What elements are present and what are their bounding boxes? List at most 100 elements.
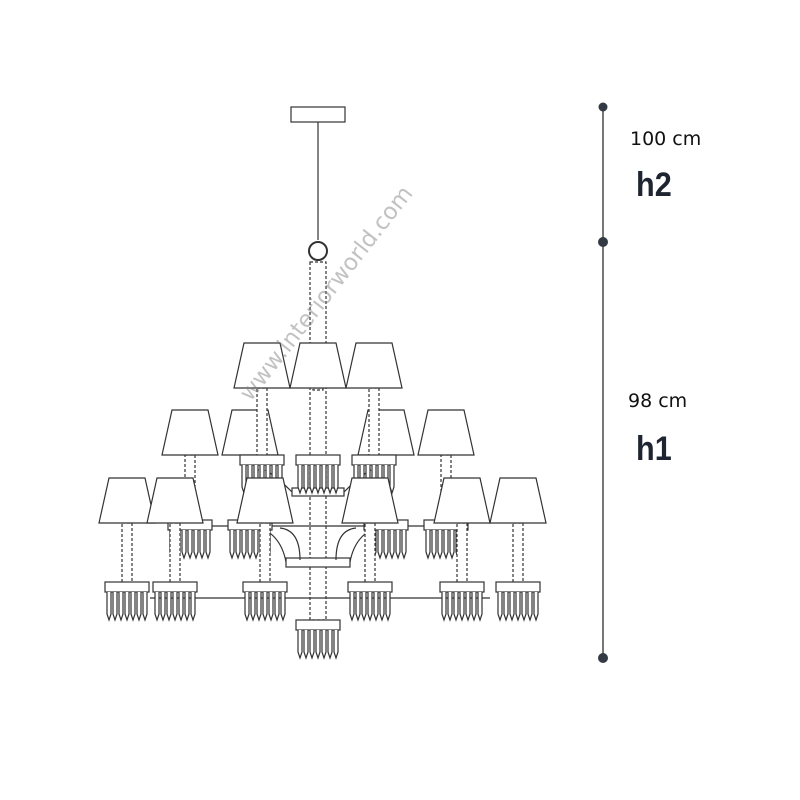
crystal-pendant (465, 592, 471, 622)
h1-label: h1 (636, 430, 672, 468)
crystal-pendant (172, 592, 178, 622)
crystal-pendant (190, 592, 196, 622)
crystal-pendant (389, 530, 395, 560)
crystal-pendant (268, 592, 274, 622)
crystal-pendant (303, 465, 309, 495)
crystal-pendant (349, 592, 355, 622)
crystal-pendant (437, 530, 443, 560)
lamp-shade (341, 477, 399, 524)
crystal-pendant (453, 592, 459, 622)
crystal-pendant (361, 592, 367, 622)
lamp-shade (345, 342, 403, 389)
lamp-shade (146, 477, 204, 524)
h2-value: 100 cm (630, 128, 702, 150)
crystal-bobeche (439, 581, 485, 593)
crystal-pendant (333, 465, 339, 495)
crystal-bobeche (347, 581, 393, 593)
crystal-pendant (199, 530, 205, 560)
h2-label: h2 (636, 166, 672, 204)
crystal-pendant (154, 592, 160, 622)
crystal-pendant (395, 530, 401, 560)
candle-rod (259, 522, 271, 586)
crystal-pendant (205, 530, 211, 560)
crystal-pendant (187, 530, 193, 560)
crystal-pendant (447, 592, 453, 622)
crystal-pendant (431, 530, 437, 560)
crystal-pendant (241, 530, 247, 560)
crystal-pendant (256, 592, 262, 622)
crystal-pendant (229, 530, 235, 560)
crystal-pendant (309, 630, 315, 660)
lower-ring-plate (285, 557, 351, 568)
crystal-pendant (244, 592, 250, 622)
dimension-dot-middle (598, 237, 608, 247)
crystal-pendant (280, 592, 286, 622)
crystal-bobeche (242, 581, 288, 593)
candle-rod (456, 522, 468, 586)
crystal-pendant (178, 592, 184, 622)
crystal-bobeche (152, 581, 198, 593)
crystal-bobeche (351, 454, 397, 466)
crystal-pendant (497, 592, 503, 622)
crystal-pendant (425, 530, 431, 560)
crystal-pendant (527, 592, 533, 622)
crystal-pendant (515, 592, 521, 622)
lamp-shade (236, 477, 294, 524)
candle-rod (364, 522, 376, 586)
crystal-pendant (253, 530, 259, 560)
crystal-pendant (503, 592, 509, 622)
lamp-shade (433, 477, 491, 524)
dimension-scale (598, 102, 608, 663)
crystal-pendant (247, 530, 253, 560)
crystal-pendant (367, 592, 373, 622)
crystal-pendant (303, 630, 309, 660)
lamp-shade (98, 477, 156, 524)
crystal-bobeche (295, 454, 341, 466)
crystal-pendant (459, 592, 465, 622)
crystal-pendant (309, 465, 315, 495)
lamp-shade (221, 409, 279, 456)
lamp-shade (417, 409, 475, 456)
crystal-pendant (377, 530, 383, 560)
crystal-pendant (184, 592, 190, 622)
crystal-pendant (112, 592, 118, 622)
crystal-pendant (250, 592, 256, 622)
crystal-pendant (509, 592, 515, 622)
dimension-dot-top (598, 102, 608, 112)
crystal-pendant (333, 630, 339, 660)
crystal-pendant (327, 630, 333, 660)
lamp-shade (489, 477, 547, 524)
lamp-shade (357, 409, 415, 456)
crystal-pendant (166, 592, 172, 622)
crystal-pendant (297, 630, 303, 660)
crystal-pendant (181, 530, 187, 560)
crystal-bobeche (239, 454, 285, 466)
crystal-pendant (160, 592, 166, 622)
crystal-pendant (373, 592, 379, 622)
crystal-pendant (193, 530, 199, 560)
ceiling-canopy (290, 106, 346, 123)
crystal-pendant (274, 592, 280, 622)
crystal-pendant (443, 530, 449, 560)
crystal-pendant (477, 592, 483, 622)
crystal-pendant (124, 592, 130, 622)
crystal-pendant (315, 465, 321, 495)
h1-value: 98 cm (628, 390, 688, 412)
crystal-pendant (130, 592, 136, 622)
suspension-ring (308, 241, 328, 261)
crystal-pendant (327, 465, 333, 495)
crystal-pendant (321, 465, 327, 495)
crystal-pendant (533, 592, 539, 622)
crystal-pendant (142, 592, 148, 622)
crystal-pendant (521, 592, 527, 622)
crystal-pendant (106, 592, 112, 622)
crystal-pendant (389, 465, 395, 495)
dimension-dot-bottom (598, 653, 608, 663)
crystal-pendant (385, 592, 391, 622)
crystal-pendant (262, 592, 268, 622)
crystal-pendant (118, 592, 124, 622)
crystal-pendant (379, 592, 385, 622)
crystal-pendant (297, 465, 303, 495)
lamp-shade (161, 409, 219, 456)
